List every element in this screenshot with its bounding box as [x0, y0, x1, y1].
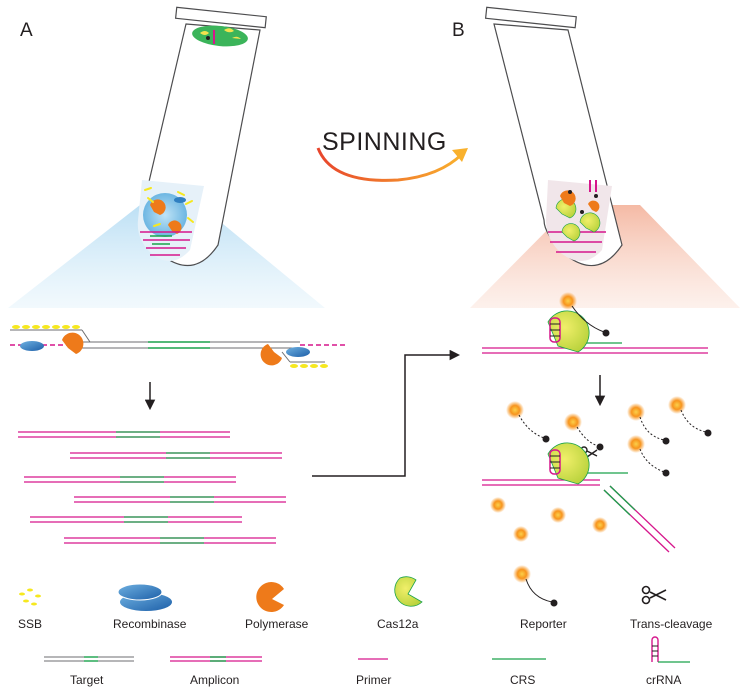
legend-label-ssb: SSB: [18, 617, 42, 631]
tube-b: [484, 6, 623, 267]
amplicon-row: [30, 516, 242, 523]
cas12a-icon: [394, 576, 423, 607]
ssb-icon: [19, 588, 41, 606]
legend-polymerase: Polymerase: [245, 582, 309, 631]
legend-recombinase: Recombinase: [113, 583, 187, 631]
tube-icon: [174, 6, 267, 29]
amplicon-row: [70, 452, 282, 459]
legend-label-trans-cleavage: Trans-cleavage: [630, 617, 713, 631]
rpa-initiation: [10, 325, 345, 368]
tube-a: [137, 6, 267, 267]
legend-label-crrna: crRNA: [646, 673, 681, 687]
amplicon-row: [74, 496, 286, 503]
legend-crs: CRS: [492, 658, 546, 687]
amplicon-row: [24, 476, 236, 483]
trans-cleavage-stage: [482, 396, 712, 553]
polymerase-icon: [256, 582, 284, 613]
legend-label-crs: CRS: [510, 673, 535, 687]
amplicon-stack: [18, 431, 286, 544]
crrna-icon: [651, 636, 690, 663]
cas12a-binding: [482, 292, 708, 354]
legend-cas12a: Cas12a: [377, 576, 423, 631]
reporter-icon: [513, 565, 558, 607]
legend-target: Target: [44, 656, 134, 687]
legend-label-primer: Primer: [356, 673, 391, 687]
recombinase-icon: [117, 583, 172, 611]
panel-label-b: B: [452, 20, 465, 41]
amplicon-row: [18, 431, 230, 438]
panel-label-a: A: [20, 20, 33, 41]
legend-label-cas12a: Cas12a: [377, 617, 419, 631]
spinning-label: SPINNING: [322, 128, 447, 156]
legend-label-recombinase: Recombinase: [113, 617, 187, 631]
legend-ssb: SSB: [18, 588, 42, 631]
legend-label-reporter: Reporter: [520, 617, 567, 631]
legend-amplicon: Amplicon: [170, 656, 262, 687]
legend-reporter: Reporter: [513, 565, 567, 631]
amplicon-row: [64, 537, 276, 544]
spinning-arrow: [316, 147, 464, 182]
legend-primer: Primer: [356, 658, 391, 687]
legend-label-amplicon: Amplicon: [190, 673, 239, 687]
transfer-arrow: [312, 349, 461, 477]
legend-crrna: crRNA: [646, 636, 690, 687]
legend-label-polymerase: Polymerase: [245, 617, 309, 631]
legend-label-target: Target: [70, 673, 104, 687]
legend-trans-cleavage: Trans-cleavage: [630, 585, 713, 631]
